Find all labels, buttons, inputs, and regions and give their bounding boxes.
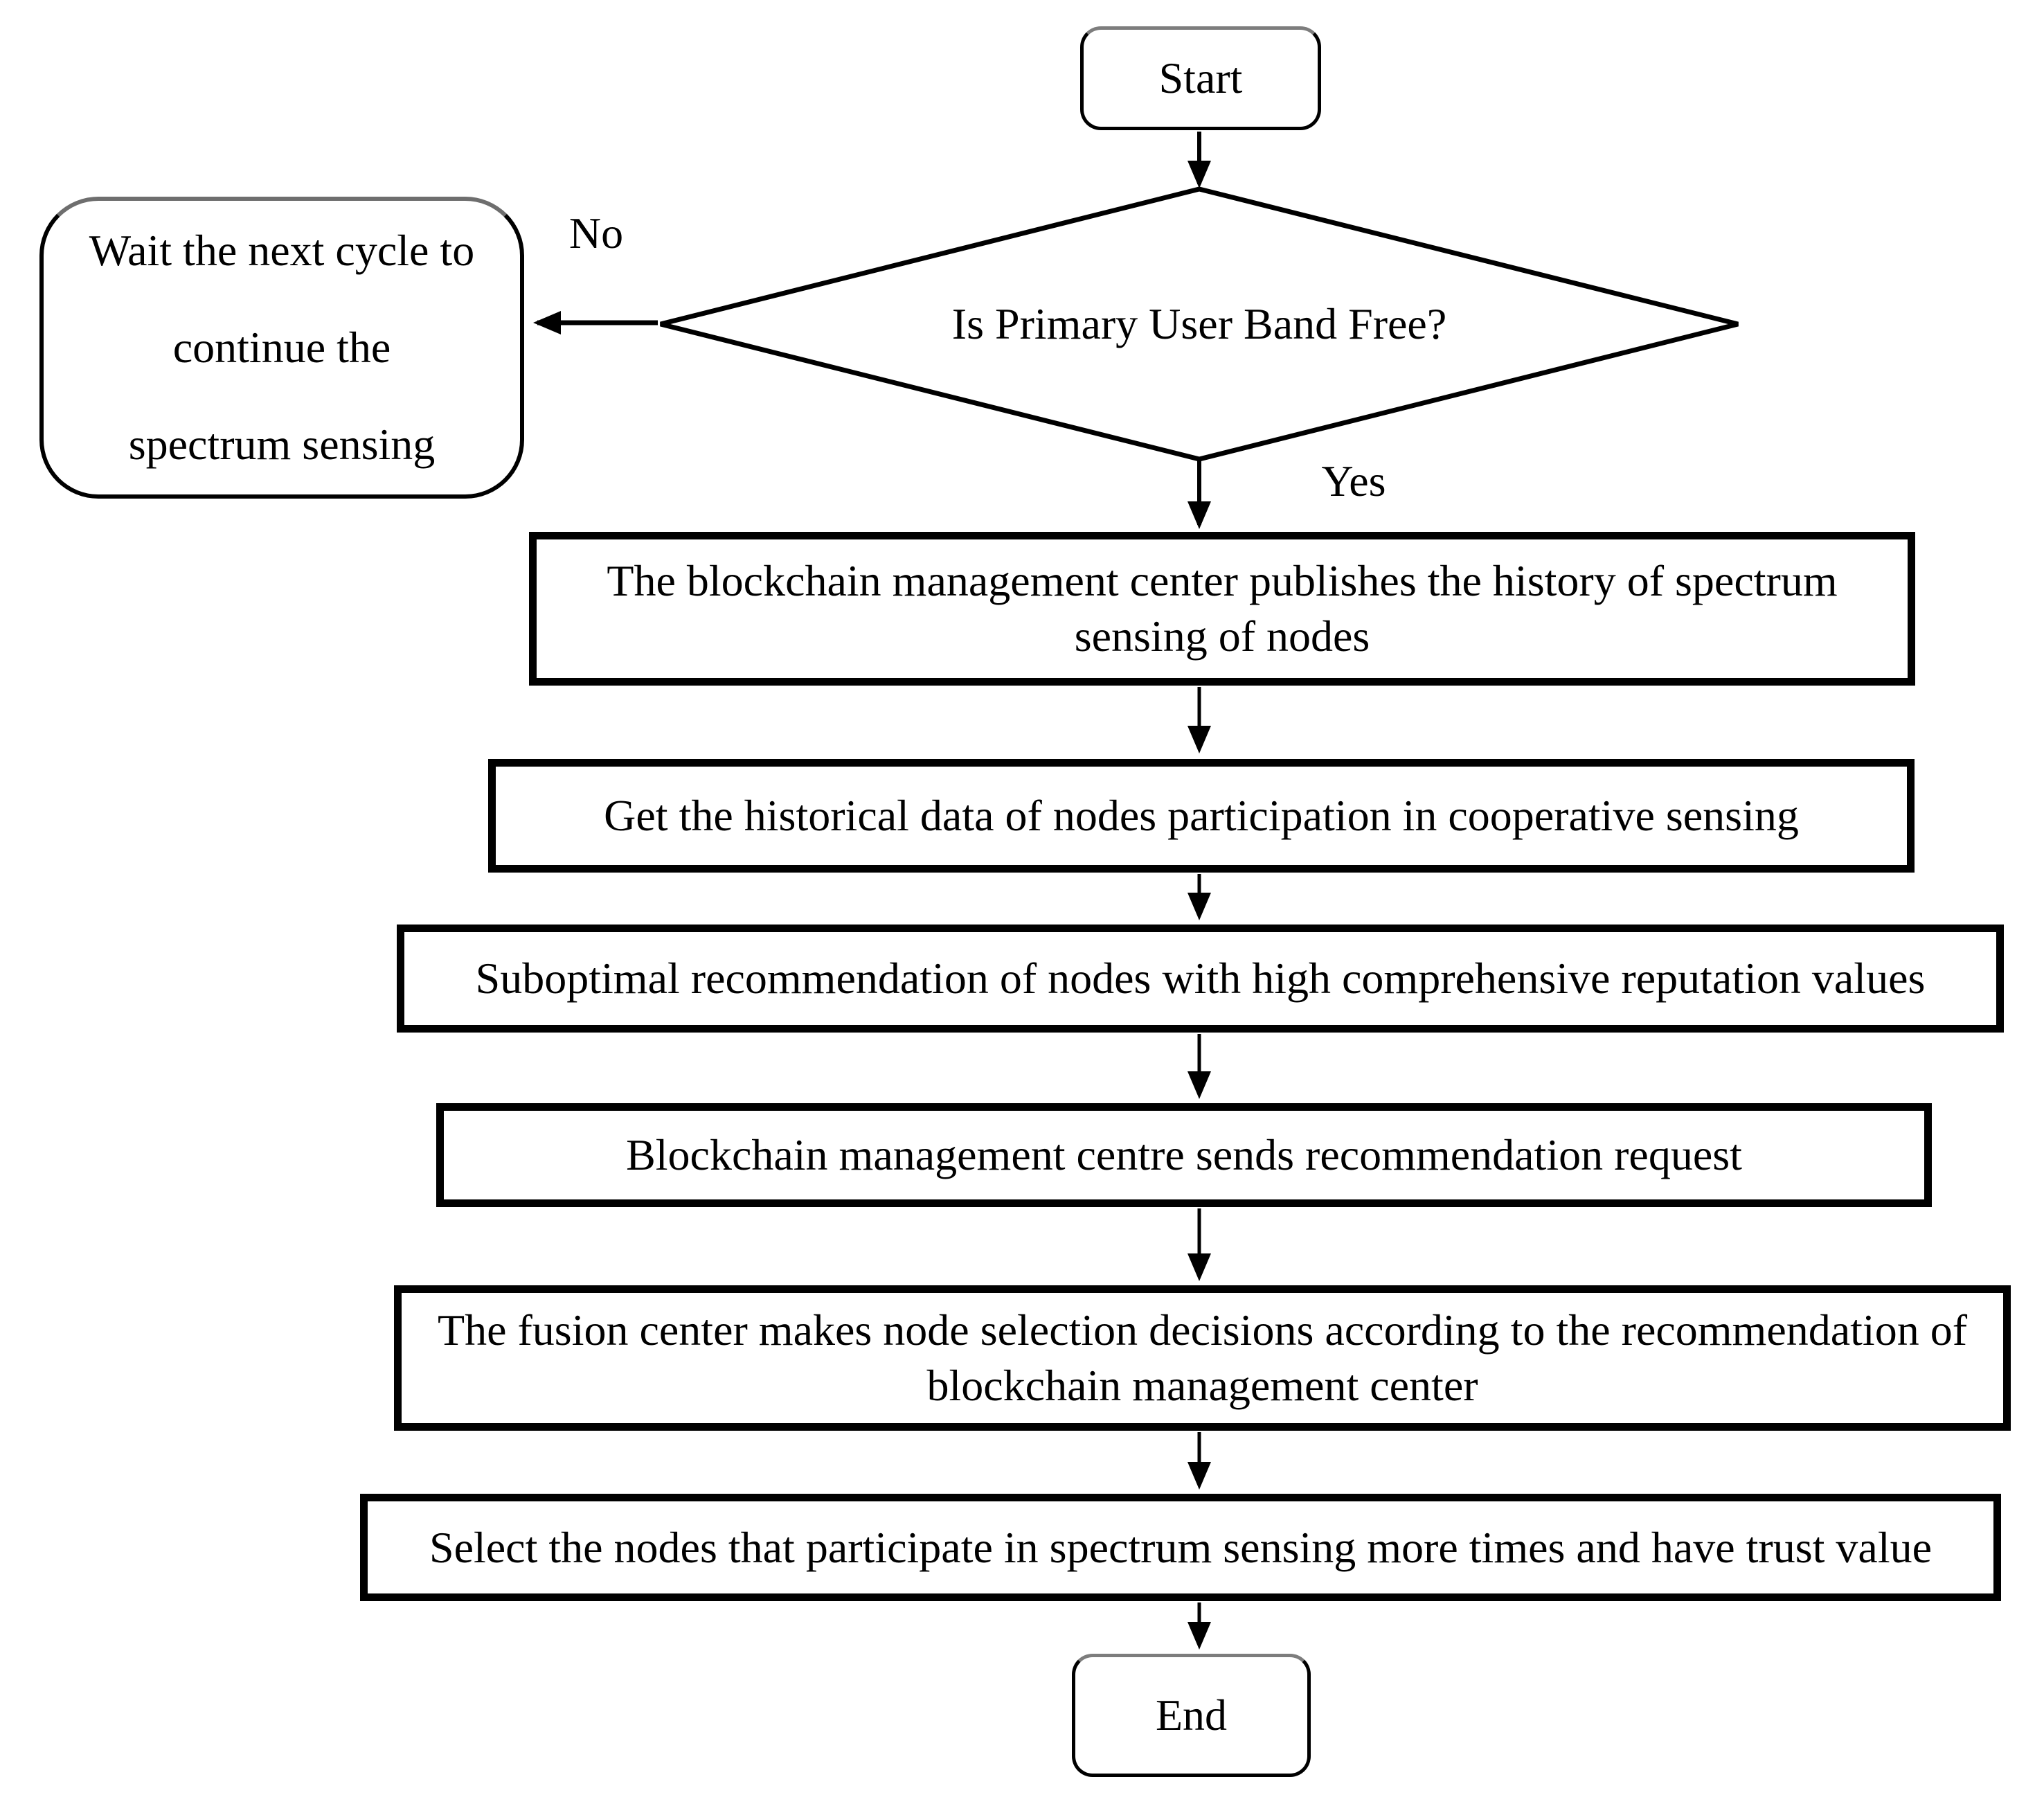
process-step-1-line: sensing of nodes: [1074, 611, 1370, 661]
decision-diamond-shape: [660, 186, 1739, 462]
yes-branch-label: Yes: [1321, 456, 1386, 506]
process-step-6-line: Select the nodes that participate in spe…: [429, 1522, 1933, 1572]
wait-line: continue the: [172, 323, 391, 372]
process-step-3-line: Suboptimal recommendation of nodes with …: [475, 954, 1926, 1003]
decision-label: Is Primary User Band Free?: [951, 299, 1447, 348]
process-step-5-line: blockchain management center: [926, 1361, 1478, 1410]
process-step-3: Suboptimal recommendation of nodes with …: [397, 925, 2004, 1033]
process-step-6: Select the nodes that participate in spe…: [360, 1494, 2001, 1601]
process-step-1-line: The blockchain management center publish…: [607, 556, 1838, 605]
start-node: Start: [1080, 26, 1321, 130]
process-step-2-line: Get the historical data of nodes partici…: [604, 791, 1799, 840]
process-step-5-line: The fusion center makes node selection d…: [437, 1305, 1968, 1355]
process-step-4: Blockchain management centre sends recom…: [436, 1103, 1932, 1207]
wait-line: Wait the next cycle to: [89, 226, 475, 275]
wait-line: spectrum sensing: [128, 420, 436, 469]
process-step-5: The fusion center makes node selection d…: [394, 1285, 2011, 1431]
end-node: End: [1072, 1654, 1311, 1777]
no-branch-label: No: [568, 208, 624, 258]
process-step-1: The blockchain management center publish…: [529, 532, 1915, 686]
start-label: Start: [1158, 53, 1243, 102]
wait-node: Wait the next cycle to continue the spec…: [39, 197, 524, 499]
process-step-4-line: Blockchain management centre sends recom…: [626, 1130, 1742, 1179]
end-label: End: [1155, 1690, 1228, 1740]
process-step-2: Get the historical data of nodes partici…: [488, 759, 1915, 873]
